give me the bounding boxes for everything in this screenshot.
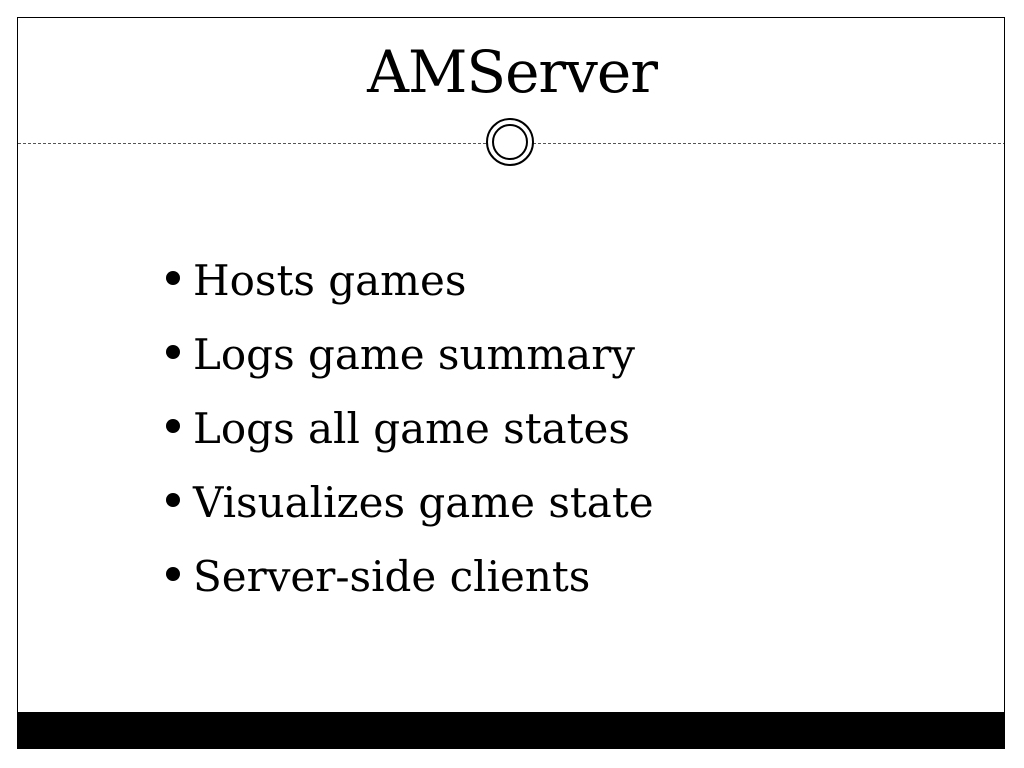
bullet-text: Logs game summary xyxy=(193,330,636,379)
bullet-dot-icon xyxy=(166,567,180,581)
bullet-item: Hosts games xyxy=(166,244,654,318)
bullet-item: Logs all game states xyxy=(166,392,654,466)
bullet-item: Logs game summary xyxy=(166,318,654,392)
bullet-item: Server-side clients xyxy=(166,540,654,614)
double-circle-icon xyxy=(486,118,534,166)
bullet-dot-icon xyxy=(166,345,180,359)
bullet-dot-icon xyxy=(166,493,180,507)
slide-title: AMServer xyxy=(367,38,658,106)
bullet-text: Hosts games xyxy=(193,256,467,305)
bullet-item: Visualizes game state xyxy=(166,466,654,540)
slide-frame: AMServer Hosts games Logs game summary L… xyxy=(17,17,1005,749)
bullet-text: Logs all game states xyxy=(193,404,630,453)
bullet-text: Server-side clients xyxy=(193,552,591,601)
bullet-text: Visualizes game state xyxy=(193,478,654,527)
bullet-dot-icon xyxy=(166,419,180,433)
bullet-list: Hosts games Logs game summary Logs all g… xyxy=(166,244,654,614)
bullet-dot-icon xyxy=(166,271,180,285)
footer-bar xyxy=(18,712,1004,748)
